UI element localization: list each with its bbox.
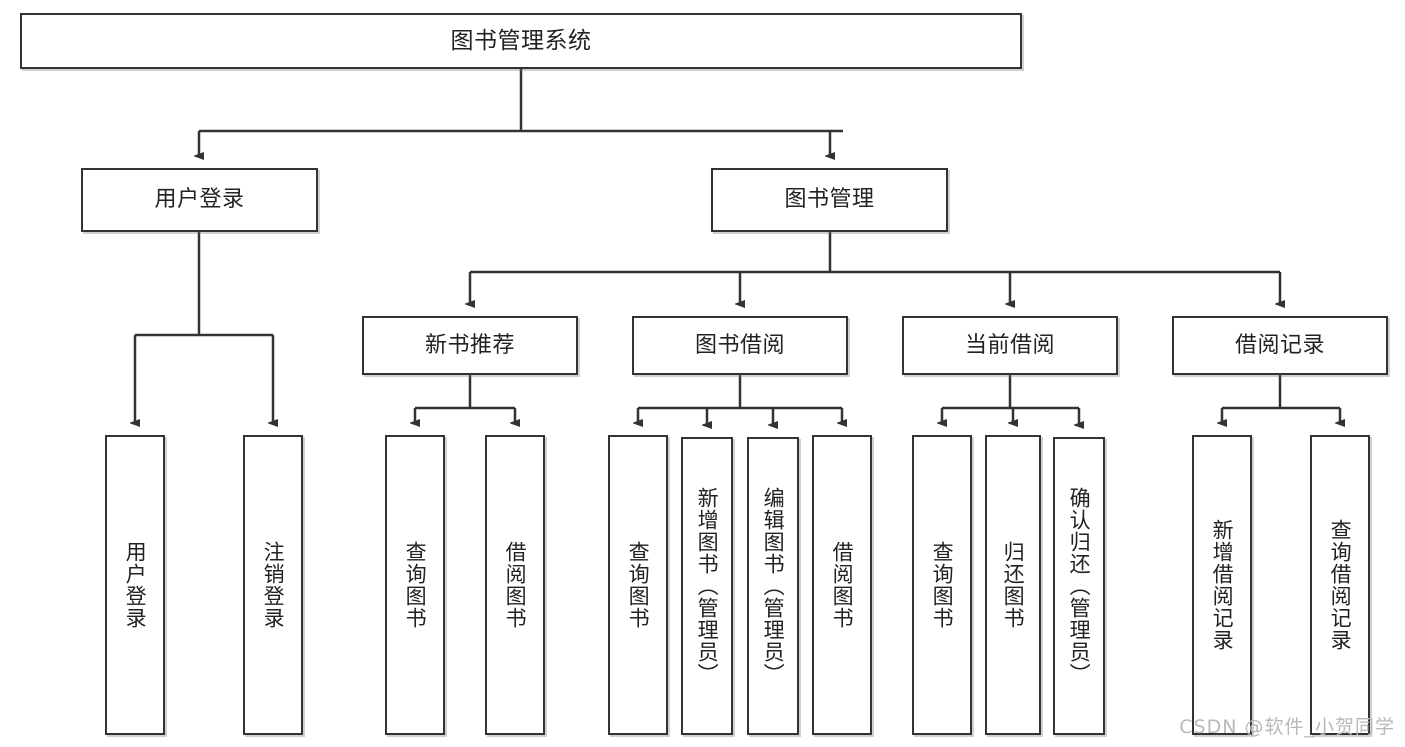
leaf-query-book-2[interactable]: 查询图书 [608,435,668,735]
leaf-return-book-label: 归还图书 [1001,541,1026,629]
leaf-query-book-3-label: 查询图书 [930,541,955,629]
leaf-confirm-return-label: 确认归还（管理员） [1067,487,1092,685]
leaf-user-login-label: 用户登录 [123,541,148,629]
leaf-query-record[interactable]: 查询借阅记录 [1310,435,1370,735]
node-root-label: 图书管理系统 [450,27,592,54]
leaf-query-book-2-label: 查询图书 [626,541,651,629]
leaf-query-book-3[interactable]: 查询图书 [912,435,972,735]
node-borrow-record-label: 借阅记录 [1234,332,1325,358]
leaf-logout[interactable]: 注销登录 [243,435,303,735]
node-current-borrow[interactable]: 当前借阅 [902,316,1118,375]
node-new-book-recommend-label: 新书推荐 [424,332,515,358]
leaf-edit-book-label: 编辑图书（管理员） [761,487,786,685]
leaf-return-book[interactable]: 归还图书 [985,435,1041,735]
leaf-user-login[interactable]: 用户登录 [105,435,165,735]
node-book-manage-label: 图书管理 [784,187,875,213]
node-book-manage[interactable]: 图书管理 [711,168,948,232]
leaf-query-record-label: 查询借阅记录 [1328,519,1353,651]
node-new-book-recommend[interactable]: 新书推荐 [362,316,578,375]
node-root[interactable]: 图书管理系统 [20,13,1022,69]
leaf-query-book-1[interactable]: 查询图书 [385,435,445,735]
node-current-borrow-label: 当前借阅 [964,332,1055,358]
leaf-add-record-label: 新增借阅记录 [1210,519,1235,651]
leaf-borrow-book-2-label: 借阅图书 [830,541,855,629]
leaf-query-book-1-label: 查询图书 [403,541,428,629]
leaf-add-book[interactable]: 新增图书（管理员） [681,437,733,735]
node-user-login[interactable]: 用户登录 [81,168,318,232]
node-user-login-label: 用户登录 [154,187,245,213]
leaf-borrow-book-1-label: 借阅图书 [503,541,528,629]
leaf-borrow-book-1[interactable]: 借阅图书 [485,435,545,735]
leaf-logout-label: 注销登录 [261,541,286,629]
leaf-add-book-label: 新增图书（管理员） [695,487,720,685]
node-book-borrow[interactable]: 图书借阅 [632,316,848,375]
leaf-borrow-book-2[interactable]: 借阅图书 [812,435,872,735]
watermark-text: CSDN @软件_小贺同学 [1179,716,1395,738]
node-borrow-record[interactable]: 借阅记录 [1172,316,1388,375]
leaf-edit-book[interactable]: 编辑图书（管理员） [747,437,799,735]
node-book-borrow-label: 图书借阅 [694,332,785,358]
leaf-confirm-return[interactable]: 确认归还（管理员） [1053,437,1105,735]
leaf-add-record[interactable]: 新增借阅记录 [1192,435,1252,735]
